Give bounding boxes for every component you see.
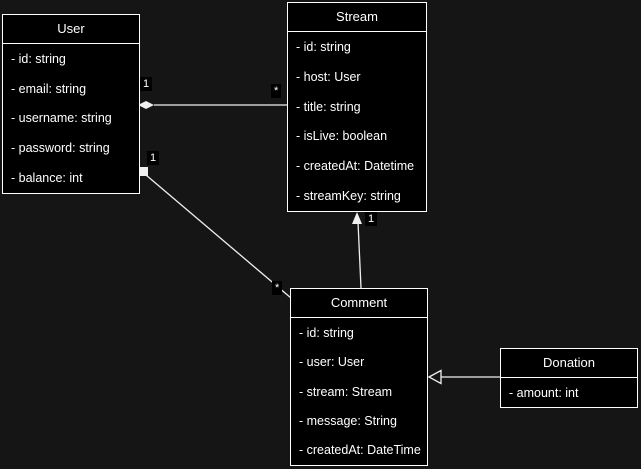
class-field: - username: string (11, 111, 112, 126)
class-field: - password: string (11, 141, 110, 156)
edge-comment-stream[interactable] (357, 221, 362, 289)
class-field: - stream: Stream (299, 384, 393, 399)
class-field: - createdAt: Datetime (296, 159, 415, 174)
class-field: - id: string (299, 325, 354, 340)
filled-arrowhead-up-icon (352, 212, 362, 224)
multiplicity-label-comment-user-1: 1 (147, 151, 160, 165)
class-field: - createdAt: DateTime (299, 443, 421, 458)
class-fields-comment: - id: string - user: User - stream: Stream… (291, 318, 427, 465)
multiplicity-label-stream-user-star: * (271, 84, 282, 98)
class-field: - user: User (299, 355, 365, 370)
class-title-comment: Comment (291, 289, 427, 318)
class-title-user: User (3, 15, 139, 44)
class-node-comment[interactable]: Comment - id: string - user: User - stream… (290, 288, 428, 466)
class-field: - title: string (296, 99, 361, 114)
class-field: - isLive: boolean (296, 129, 388, 144)
open-triangle-left-icon (427, 369, 442, 385)
class-field: - message: String (299, 413, 397, 428)
class-fields-stream: - id: string - host: User - title: string -… (288, 32, 426, 211)
class-fields-donation: - amount: int (501, 378, 637, 407)
class-field: - amount: int (509, 385, 579, 400)
diamond-arrowhead-icon (138, 101, 154, 109)
multiplicity-label-comment-stream-1: 1 (365, 212, 378, 226)
class-field: - id: string (11, 51, 66, 66)
class-title-donation: Donation (501, 349, 637, 378)
edge-comment-user[interactable] (145, 174, 292, 299)
class-fields-user: - id: string - email: string - username: s… (3, 44, 139, 193)
class-field: - streamKey: string (296, 189, 401, 204)
class-field: - id: string (296, 39, 351, 54)
multiplicity-label-comment-user-star: * (272, 281, 283, 295)
class-field: - balance: int (11, 171, 83, 186)
class-title-stream: Stream (288, 3, 426, 32)
class-field: - host: User (296, 69, 361, 84)
class-field: - email: string (11, 81, 87, 96)
class-node-user[interactable]: User - id: string - email: string - userna… (2, 14, 140, 194)
multiplicity-label-stream-user-1: 1 (140, 77, 153, 91)
square-terminator-icon (139, 167, 148, 176)
class-node-donation[interactable]: Donation - amount: int (500, 348, 638, 408)
class-node-stream[interactable]: Stream - id: string - host: User - title: … (287, 2, 427, 212)
